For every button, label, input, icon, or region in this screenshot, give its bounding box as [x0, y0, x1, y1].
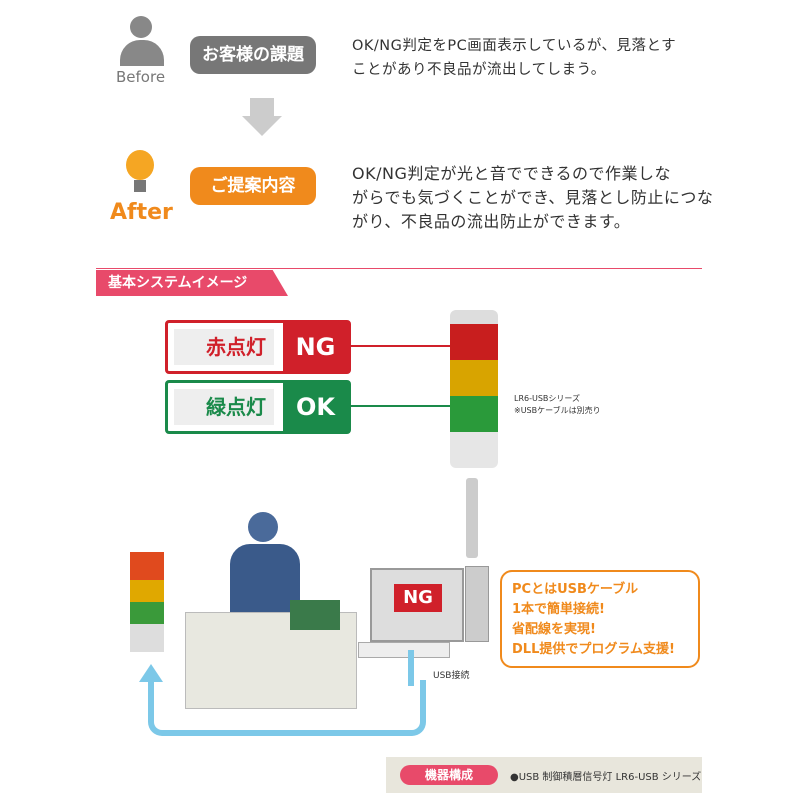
equipment-badge: 機器構成 — [400, 765, 498, 785]
feedback-arrow — [148, 680, 426, 736]
signal-red-ng: 赤点灯 NG — [165, 320, 351, 374]
worker-illustration — [220, 512, 310, 622]
small-signal-tower — [130, 552, 164, 652]
section-divider — [96, 268, 702, 269]
section-title: 基本システムイメージ — [96, 270, 288, 296]
before-label: Before — [116, 68, 166, 86]
signal-tower — [450, 310, 498, 468]
pc-tower — [465, 566, 489, 642]
equipment-text: ●USB 制御積層信号灯 LR6-USB シリーズ — [510, 772, 702, 783]
proposal-pill: ご提案内容 — [190, 167, 316, 205]
keyboard — [358, 642, 450, 658]
pc-monitor: NG — [370, 568, 464, 642]
lightbulb-icon — [126, 150, 154, 194]
signal-green-ok: 緑点灯 OK — [165, 380, 351, 434]
usb-connection-label: USB接続 — [433, 671, 470, 681]
equipment-footer: 機器構成 ●USB 制御積層信号灯 LR6-USB シリーズ — [386, 757, 702, 793]
customer-issue-pill: お客様の課題 — [190, 36, 316, 74]
before-text: OK/NG判定をPC画面表示しているが、見落とすことがあり不良品が流出してしまう… — [352, 38, 677, 78]
tower-caption: LR6-USBシリーズ※USBケーブルは別売り — [514, 394, 601, 415]
usb-cable — [466, 478, 478, 558]
circuit-boards — [290, 600, 340, 630]
after-label: After — [110, 200, 173, 225]
worried-person-icon — [118, 12, 166, 68]
after-text: OK/NG判定が光と音でできるので作業しながらでも気づくことができ、見落とし防止… — [352, 164, 714, 231]
up-arrowhead-icon — [139, 664, 163, 682]
monitor-ng-text: NG — [394, 584, 442, 612]
